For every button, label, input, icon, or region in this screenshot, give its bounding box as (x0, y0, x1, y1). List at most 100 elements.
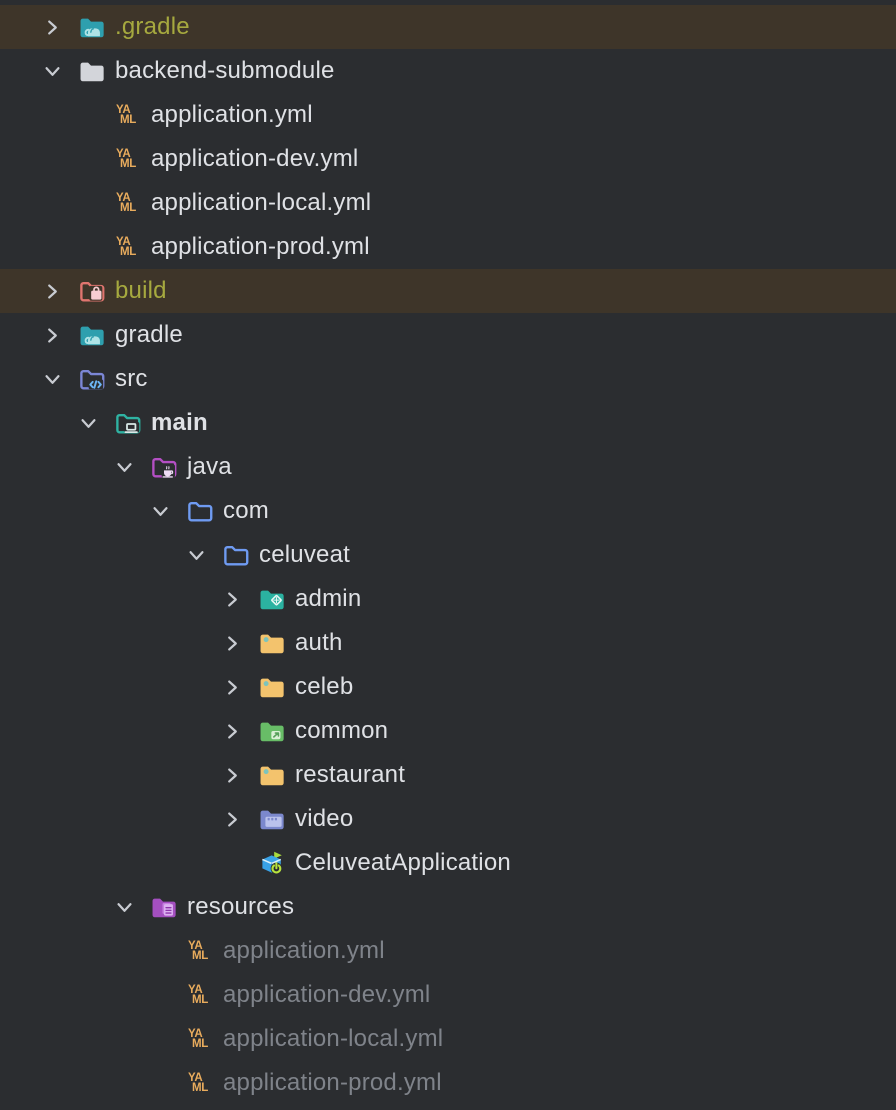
chevron-right-icon[interactable] (40, 281, 78, 302)
sources-root-folder-icon (114, 410, 141, 437)
source-folder-icon (78, 366, 105, 393)
tree-row[interactable]: auth (0, 621, 896, 665)
chevron-down-icon[interactable] (40, 61, 78, 82)
yaml-badge-line2: ML (120, 113, 137, 126)
application-class-icon (258, 850, 285, 877)
chevron-right-icon[interactable] (40, 325, 78, 346)
chevron-right-icon[interactable] (220, 633, 258, 654)
tree-item-label: src (115, 365, 148, 392)
chevron-down-icon[interactable] (184, 545, 222, 566)
yellow-folder-icon (258, 630, 285, 657)
chevron-right-icon[interactable] (220, 677, 258, 698)
chevron-down-icon[interactable] (148, 501, 186, 522)
tree-row[interactable]: com (0, 489, 896, 533)
gradle-folder-icon (78, 14, 105, 41)
tree-item-label: java (187, 453, 232, 480)
tree-item-label: application.yml (151, 101, 313, 128)
tree-item-label: auth (295, 629, 343, 656)
tree-item-label: resources (187, 893, 295, 920)
java-folder-icon (150, 454, 177, 481)
tree-item-label: celeb (295, 673, 354, 700)
tree-row[interactable]: gradle (0, 313, 896, 357)
video-folder-icon (258, 806, 285, 833)
yellow-folder-icon (258, 674, 285, 701)
gradle-folder-icon (78, 322, 105, 349)
tree-row[interactable]: restaurant (0, 753, 896, 797)
yaml-badge-line1: YA (116, 235, 131, 248)
tree-row[interactable]: celeb (0, 665, 896, 709)
tree-row[interactable]: celuveat (0, 533, 896, 577)
tree-row[interactable]: video (0, 797, 896, 841)
excluded-build-folder-icon (78, 278, 105, 305)
yaml-badge-line2: ML (192, 993, 209, 1006)
tree-item-label: com (223, 497, 269, 524)
chevron-right-icon[interactable] (220, 589, 258, 610)
package-folder-icon (222, 542, 249, 569)
chevron-right-icon[interactable] (220, 765, 258, 786)
tree-row[interactable]: java (0, 445, 896, 489)
yaml-badge-line2: ML (192, 949, 209, 962)
yaml-badge-line1: YA (116, 147, 131, 160)
tree-item-label: gradle (115, 321, 183, 348)
tree-row[interactable]: admin (0, 577, 896, 621)
yellow-folder-icon (258, 762, 285, 789)
folder-icon (78, 58, 105, 85)
yaml-badge-line1: YA (188, 939, 203, 952)
chevron-down-icon[interactable] (76, 413, 114, 434)
tree-row[interactable]: src (0, 357, 896, 401)
chevron-down-icon[interactable] (112, 457, 150, 478)
tree-row[interactable]: build (0, 269, 896, 313)
yaml-badge-line2: ML (192, 1081, 209, 1094)
tree-item-label: application-local.yml (223, 1025, 444, 1052)
tree-item-label: celuveat (259, 541, 350, 568)
yaml-badge-line1: YA (116, 191, 131, 204)
admin-folder-icon (258, 586, 285, 613)
yaml-badge-line2: ML (120, 201, 137, 214)
yaml-badge-line1: YA (188, 1027, 203, 1040)
package-folder-icon (186, 498, 213, 525)
chevron-right-icon[interactable] (40, 17, 78, 38)
common-folder-icon (258, 718, 285, 745)
tree-row[interactable]: common (0, 709, 896, 753)
yaml-badge-line2: ML (120, 157, 137, 170)
chevron-right-icon[interactable] (220, 809, 258, 830)
chevron-down-icon[interactable] (112, 897, 150, 918)
tree-row[interactable]: .gradle (0, 5, 896, 49)
tree-item-label: CeluveatApplication (295, 849, 511, 876)
tree-item-label: application-prod.yml (151, 233, 370, 260)
tree-item-label: build (115, 277, 167, 304)
yaml-badge-line1: YA (188, 1071, 203, 1084)
yaml-badge-line1: YA (188, 983, 203, 996)
tree-item-label: restaurant (295, 761, 406, 788)
tree-row[interactable]: CeluveatApplication (0, 841, 896, 885)
tree-item-label: application-dev.yml (151, 145, 359, 172)
tree-row[interactable]: resources (0, 885, 896, 929)
tree-row[interactable]: backend-submodule (0, 49, 896, 93)
tree-item-label: main (151, 409, 208, 436)
tree-item-label: .gradle (115, 13, 190, 40)
yaml-badge-line1: YA (116, 103, 131, 116)
resources-folder-icon (150, 894, 177, 921)
tree-item-label: application-prod.yml (223, 1069, 442, 1096)
tree-item-label: admin (295, 585, 362, 612)
tree-row[interactable]: main (0, 401, 896, 445)
chevron-down-icon[interactable] (40, 369, 78, 390)
tree-item-label: common (295, 717, 389, 744)
chevron-right-icon[interactable] (220, 721, 258, 742)
